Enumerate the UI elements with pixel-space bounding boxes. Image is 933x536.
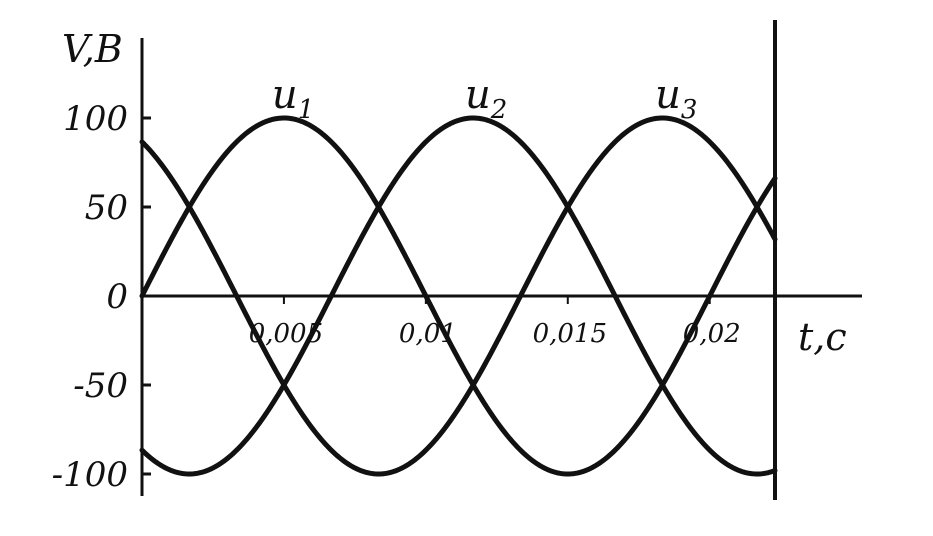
x-axis-label: t,c [798,315,847,359]
axes [140,20,862,500]
labels: V,B t,c 100 50 0 -50 -100 0,005 0,01 0,015 0,02 u… [52,27,847,495]
x-tick-label: 0,005 [249,319,323,349]
y-tick-label: 0 [106,277,128,317]
series-line-u3 [139,115,778,477]
x-tick-label: 0,01 [399,319,457,349]
y-tick-label: -50 [73,366,128,406]
series-label-u2: u2 [465,72,507,125]
y-tick-label: 50 [85,188,128,228]
y-tick-label: 100 [63,99,128,139]
series-group [139,115,778,477]
series-line-u2 [139,115,778,477]
y-tick-label: -100 [52,455,128,495]
series-label-u1: u1 [272,72,314,125]
x-tick-label: 0,02 [683,319,741,349]
x-tick-label: 0,015 [533,319,607,349]
series-label-u3: u3 [655,72,697,125]
series-line-u1 [139,115,778,477]
y-axis-label: V,B [62,27,123,71]
